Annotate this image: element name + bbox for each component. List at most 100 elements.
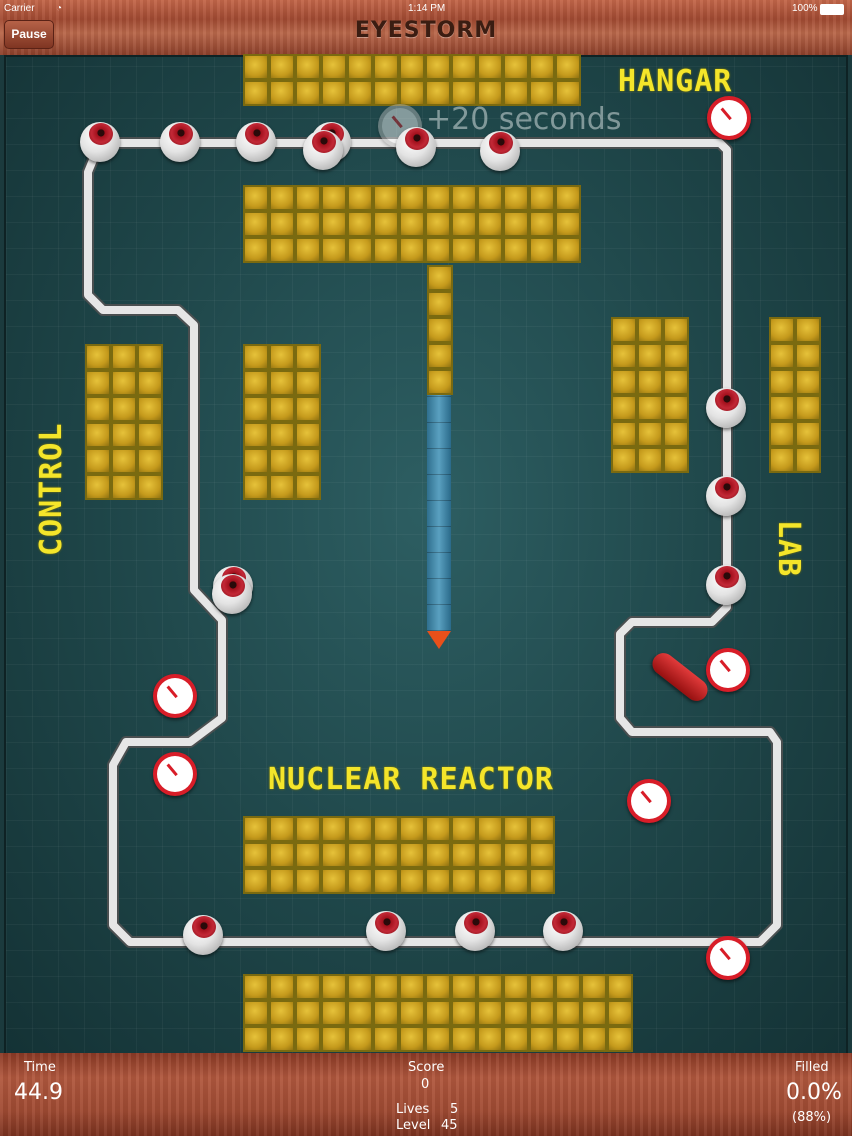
clock-label: 1:14 PM: [408, 3, 446, 14]
eyeball-enemy: [396, 127, 436, 167]
block-cell: [425, 1000, 451, 1026]
block-cell: [611, 421, 637, 447]
block-cell: [243, 370, 269, 396]
block-cell: [451, 816, 477, 842]
block-cell: [373, 842, 399, 868]
block-cell: [295, 868, 321, 894]
block-cell: [269, 474, 295, 500]
block-cell: [243, 816, 269, 842]
block-cell: [529, 816, 555, 842]
clock-powerup-icon[interactable]: [706, 936, 750, 980]
zone-label-lab: LAB: [771, 520, 806, 578]
block-cell: [451, 1026, 477, 1052]
block-cell: [611, 369, 637, 395]
block-cell: [295, 474, 321, 500]
block-cell: [295, 80, 321, 106]
pause-button[interactable]: Pause: [4, 20, 54, 49]
block-cell: [663, 395, 689, 421]
block-cell: [295, 1000, 321, 1026]
carrier-label: Carrier: [4, 3, 35, 14]
block-cell: [503, 54, 529, 80]
block-cell: [529, 211, 555, 237]
block-cell: [111, 448, 137, 474]
eyeball-enemy: [183, 915, 223, 955]
block-cell: [637, 343, 663, 369]
block-cell: [111, 422, 137, 448]
block-cell: [529, 842, 555, 868]
clock-powerup-icon[interactable]: [153, 674, 197, 718]
block-cell: [269, 842, 295, 868]
block-cell: [607, 1000, 633, 1026]
block-cell: [269, 448, 295, 474]
block-cell: [321, 974, 347, 1000]
block-cell: [769, 421, 795, 447]
clock-powerup-icon[interactable]: [627, 779, 671, 823]
block-cell: [243, 868, 269, 894]
block-cell: [347, 80, 373, 106]
block-cell: [111, 396, 137, 422]
block-cell: [243, 344, 269, 370]
level-value: 45: [441, 1118, 458, 1133]
block-cell: [137, 344, 163, 370]
block-cell: [347, 211, 373, 237]
filled-label: Filled: [795, 1060, 829, 1075]
block-cell: [111, 474, 137, 500]
block-cell: [399, 974, 425, 1000]
block-cell: [295, 370, 321, 396]
block-cell: [269, 185, 295, 211]
block-cell: [85, 448, 111, 474]
wall-tip-arrow: [427, 631, 451, 649]
block-cell: [399, 1026, 425, 1052]
block-cell: [373, 54, 399, 80]
block-cell: [795, 447, 821, 473]
block-cell: [451, 54, 477, 80]
eyeball-enemy: [706, 565, 746, 605]
block-cell: [451, 211, 477, 237]
block-cell: [477, 237, 503, 263]
block-cell: [503, 1000, 529, 1026]
level-label: Level: [396, 1118, 431, 1133]
block-cell: [529, 185, 555, 211]
block-cell: [769, 395, 795, 421]
block-cell: [425, 185, 451, 211]
block-cell: [269, 80, 295, 106]
block-cell: [503, 237, 529, 263]
block-cell: [269, 1000, 295, 1026]
block-cell: [321, 80, 347, 106]
block-cell: [425, 868, 451, 894]
block-cell: [611, 343, 637, 369]
block-cell: [347, 1026, 373, 1052]
clock-powerup-icon[interactable]: [707, 96, 751, 140]
block-cell: [347, 54, 373, 80]
eyeball-enemy: [160, 122, 200, 162]
block-cell: [425, 974, 451, 1000]
block-cell: [373, 1000, 399, 1026]
block-cell: [243, 474, 269, 500]
block-cell: [663, 317, 689, 343]
time-label: Time: [24, 1060, 56, 1075]
zone-label-hangar: HANGAR: [618, 64, 733, 99]
block-cell: [321, 1000, 347, 1026]
block-cell: [529, 974, 555, 1000]
block-cell: [637, 421, 663, 447]
block-cell: [477, 80, 503, 106]
block-cell: [321, 211, 347, 237]
battery-icon: [820, 4, 844, 15]
block-cell: [137, 370, 163, 396]
block-cell: [399, 211, 425, 237]
block-cell: [321, 842, 347, 868]
block-cell: [137, 396, 163, 422]
block-cell: [85, 344, 111, 370]
block-group-bottom: [243, 974, 633, 1052]
block-cell: [425, 842, 451, 868]
clock-powerup-icon[interactable]: [153, 752, 197, 796]
filled-target: (88%): [792, 1110, 832, 1125]
block-cell: [399, 54, 425, 80]
zone-label-control: CONTROL: [34, 422, 69, 556]
block-cell: [269, 370, 295, 396]
block-cell: [795, 317, 821, 343]
clock-powerup-icon[interactable]: [706, 648, 750, 692]
block-group-control: [85, 344, 163, 500]
block-cell: [295, 185, 321, 211]
status-bar: Carrier ◔ 1:14 PM 100%: [0, 0, 852, 18]
